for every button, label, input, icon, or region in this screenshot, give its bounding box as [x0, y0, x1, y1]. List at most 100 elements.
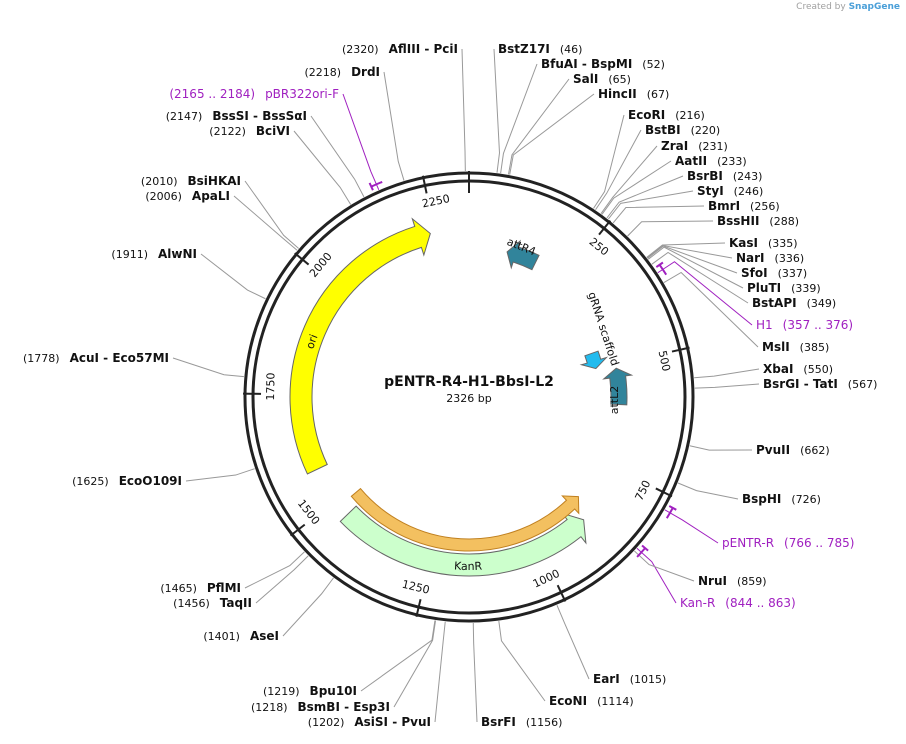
site-name: BsmBI - Esp3I	[298, 700, 390, 714]
tick-mark	[294, 252, 310, 266]
site-bsihkai[interactable]: (2010)BsiHKAI	[141, 174, 241, 188]
site-acui[interactable]: (1778)AcuI - Eco57MI	[23, 351, 169, 365]
site-bsrfi[interactable]: BsrFI(1156)	[481, 715, 562, 729]
feature-ori[interactable]	[289, 217, 431, 475]
primer-pbr322ori-tick	[368, 182, 374, 191]
primer-h1[interactable]	[658, 264, 668, 276]
ori-label: ori	[303, 332, 320, 350]
site-pvuii[interactable]: PvuII(662)	[756, 443, 830, 457]
site-bstbi[interactable]: BstBI(220)	[645, 123, 720, 137]
site-pentr-r[interactable]: pENTR-R(766 .. 785)	[722, 536, 854, 550]
site-nari[interactable]: NarI(336)	[736, 251, 804, 265]
leader-styi	[607, 190, 694, 220]
leader-bsihkai	[244, 180, 300, 249]
tick-label: 2250	[421, 192, 451, 210]
site-bcivi[interactable]: (2122)BciVI	[209, 124, 290, 138]
credit-prefix: Created by	[796, 2, 846, 12]
site-name: MslI	[762, 340, 790, 354]
feature-kanr-band[interactable]	[350, 487, 580, 552]
site-eari[interactable]: EarI(1015)	[593, 672, 666, 686]
site-name: BspHI	[742, 492, 781, 506]
feature-attl2[interactable]	[602, 367, 634, 406]
site-position: (357 .. 376)	[783, 318, 853, 332]
site-position: (2010)	[141, 175, 178, 188]
site-ecori[interactable]: EcoRI(216)	[628, 108, 705, 122]
feature-grna[interactable]	[579, 350, 609, 370]
site-asisi[interactable]: (1202)AsiSI - PvuI	[308, 715, 431, 729]
site-bpu10i[interactable]: (1219)Bpu10I	[263, 684, 357, 698]
tick-mark	[415, 599, 422, 618]
site-drdi[interactable]: (2218)DrdI	[304, 65, 380, 79]
site-h1[interactable]: H1(357 .. 376)	[756, 318, 853, 332]
site-pluti[interactable]: PluTI(339)	[747, 281, 821, 295]
site-nrui[interactable]: NruI(859)	[698, 574, 767, 588]
leader-bsrgi	[694, 383, 760, 389]
site-position: (256)	[750, 200, 780, 213]
site-name: BstAPI	[752, 296, 797, 310]
site-kan-r[interactable]: Kan-R(844 .. 863)	[680, 596, 796, 610]
site-zrai[interactable]: ZraI(231)	[661, 139, 728, 153]
tick-label: 1000	[531, 567, 562, 591]
site-name: KasI	[729, 236, 758, 250]
site-bsmbi[interactable]: (1218) BsmBI - Esp3I	[251, 700, 390, 714]
site-hincii[interactable]: HincII(67)	[598, 87, 669, 101]
site-bsshii[interactable]: BssHII(288)	[717, 214, 799, 228]
leader-econi	[498, 620, 546, 702]
leader-bsrbi	[606, 175, 684, 219]
leader-alwni	[200, 253, 266, 300]
site-taqii[interactable]: (1456)TaqII	[173, 596, 252, 610]
leader-taqii	[255, 555, 309, 604]
site-xbai[interactable]: XbaI(550)	[763, 362, 833, 376]
leader-bpu10i	[360, 620, 436, 692]
site-name: XbaI	[763, 362, 793, 376]
site-msli[interactable]: MslI(385)	[762, 340, 829, 354]
feature-attr4[interactable]	[506, 239, 540, 271]
site-kasi[interactable]: KasI(335)	[729, 236, 798, 250]
leader-asisi	[434, 621, 446, 723]
site-styi[interactable]: StyI(246)	[697, 184, 763, 198]
site-aatii[interactable]: AatII(233)	[675, 154, 747, 168]
site-bsrbi[interactable]: BsrBI(243)	[687, 169, 762, 183]
leader-bstz17i	[493, 48, 500, 173]
primer-pentr-r-tick	[668, 505, 677, 511]
leader-bfuai	[500, 63, 538, 174]
site-pflmi[interactable]: (1465)PflMI	[160, 581, 241, 595]
site-bstapi[interactable]: BstAPI (349)	[752, 296, 836, 310]
site-name: AatII	[675, 154, 707, 168]
site-apali[interactable]: (2006)ApaLI	[145, 189, 230, 203]
primer-pentr-r[interactable]	[665, 507, 674, 519]
site-eco0109i[interactable]: (1625)EcoO109I	[72, 474, 182, 488]
site-pbr322ori-f[interactable]: (2165 .. 2184)pBR322ori-F	[169, 87, 339, 101]
site-sali[interactable]: SalI(65)	[573, 72, 631, 86]
tick-mark	[556, 584, 567, 602]
site-position: (1456)	[173, 597, 210, 610]
site-position: (349)	[807, 297, 837, 310]
site-econi[interactable]: EcoNI(1114)	[549, 694, 634, 708]
site-bsssi[interactable]: (2147)BssSI - BssSαI	[166, 109, 307, 123]
kanr-label: KanR	[454, 559, 483, 573]
leader-nari	[646, 245, 733, 259]
site-alwni[interactable]: (1911)AlwNI	[111, 247, 197, 261]
feature-kanr[interactable]	[339, 505, 587, 577]
site-bmri[interactable]: BmrI (256)	[708, 199, 780, 213]
leader-afliii-pcii	[461, 48, 466, 172]
site-position: (1465)	[160, 582, 197, 595]
site-sfoi[interactable]: SfoI(337)	[741, 266, 807, 280]
site-bstz17i[interactable]: BstZ17I(46)	[498, 42, 582, 56]
site-afliii-pcii[interactable]: (2320)AflIII - PciI	[342, 42, 458, 56]
site-name: BfuAI - BspMI	[541, 57, 632, 71]
site-name: BmrI	[708, 199, 740, 213]
leader-eco0109i	[185, 468, 255, 482]
leader-bcivi	[293, 130, 352, 205]
leader-bmri	[612, 205, 705, 224]
site-bsphi[interactable]: BspHI(726)	[742, 492, 821, 506]
tick-mark	[421, 175, 428, 194]
site-position: (1218)	[251, 701, 288, 714]
site-position: (2165 .. 2184)	[169, 87, 255, 101]
site-bsrgi[interactable]: BsrGI - TatI(567)	[763, 377, 877, 391]
leader-bstapi	[651, 251, 749, 304]
site-bfuai[interactable]: BfuAI - BspMI(52)	[541, 57, 665, 71]
site-asei[interactable]: (1401)AseI	[203, 629, 279, 643]
site-name: BsrBI	[687, 169, 723, 183]
